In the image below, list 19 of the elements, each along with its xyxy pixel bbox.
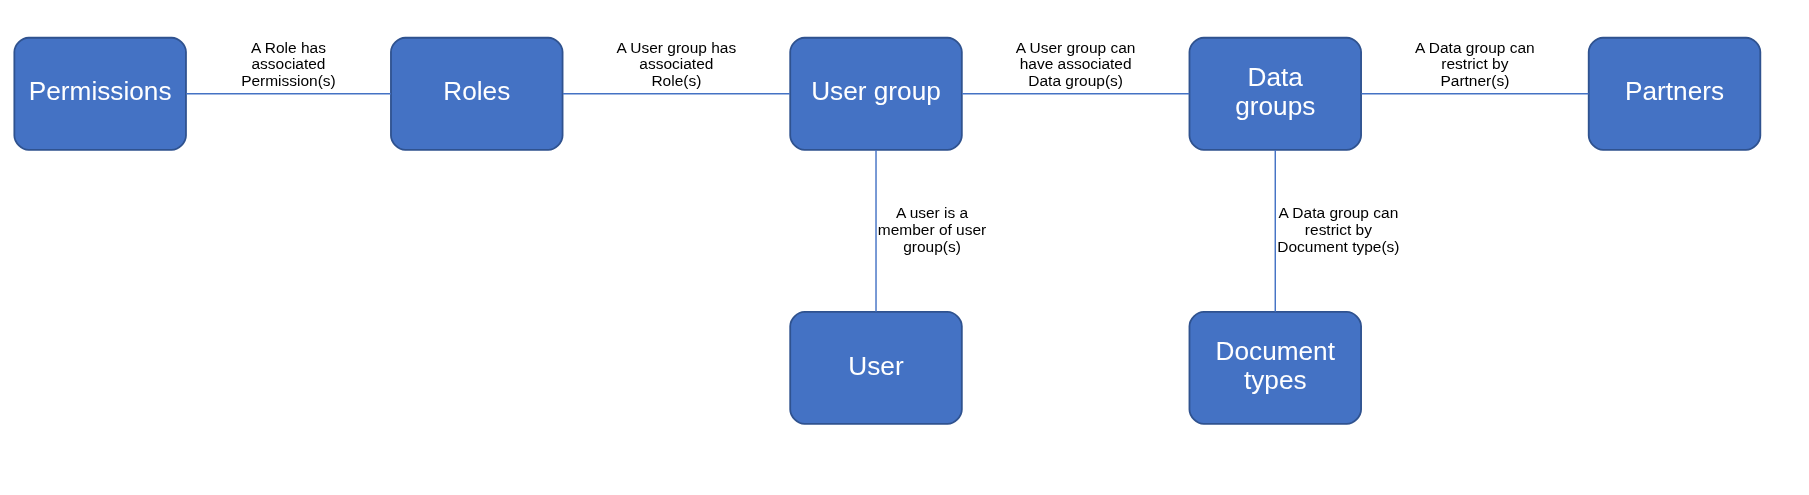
node-box: Document types <box>1188 310 1362 425</box>
edge-label: A Role has associated Permission(s) <box>241 38 336 89</box>
connector <box>1360 92 1590 94</box>
edge-label: A Data group can restrict by Partner(s) <box>1415 38 1535 89</box>
edge-label: A User group can have associated Data group(s) <box>1015 38 1136 89</box>
edge-label: A User group has associated Role(s) <box>616 38 737 89</box>
node-box: Roles <box>390 36 564 151</box>
node-box: Data groups <box>1188 36 1362 151</box>
edge-label: A Data group can restrict by Document type(s) <box>1277 203 1400 255</box>
connector <box>562 92 791 94</box>
node-box: Partners <box>1587 36 1762 151</box>
node-box: Permissions <box>13 36 187 151</box>
connector <box>185 92 392 94</box>
node-box: User <box>789 310 963 425</box>
connector <box>1274 148 1276 312</box>
connector <box>875 148 877 312</box>
node-box: User group <box>789 36 963 151</box>
edge-label: A user is a member of user group(s) <box>877 203 987 255</box>
connector <box>961 92 1190 94</box>
